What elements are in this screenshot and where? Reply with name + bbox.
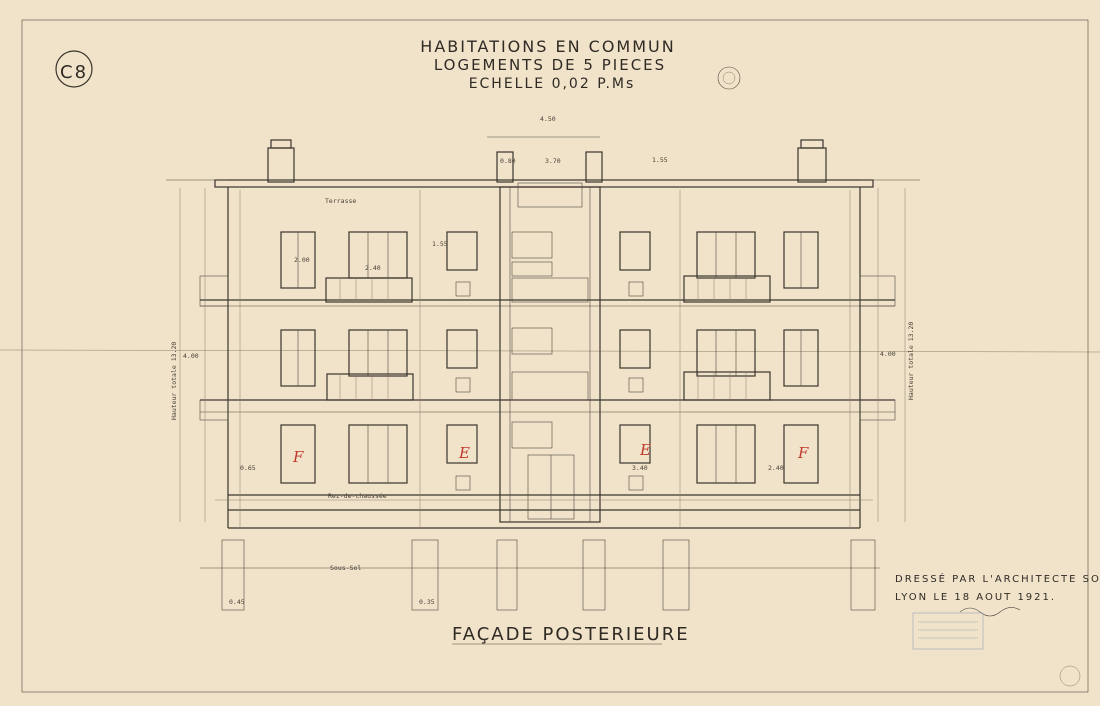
fold-line <box>0 349 1100 353</box>
chimney-right <box>797 139 827 183</box>
windows-grid <box>280 231 819 484</box>
chimney-left <box>267 139 295 183</box>
dim-top-span: 4.50 <box>540 115 556 123</box>
title-line-3: ECHELLE 0,02 P.Ms <box>469 76 636 92</box>
dim-base-b: 0.35 <box>419 598 435 606</box>
sheet-code: C8 <box>60 62 88 83</box>
dim-chimney-b: 3.70 <box>545 157 561 165</box>
balcony-railings <box>339 276 747 400</box>
round-stamp <box>717 66 741 90</box>
dim-right-floor: 4.00 <box>880 350 896 358</box>
dim-window-height: 2.00 <box>294 256 310 264</box>
title-line-1: HABITATIONS EN COMMUN <box>420 37 675 56</box>
ground-floor-label: Rez-de-chaussée <box>328 492 387 500</box>
red-mark-4: F <box>797 444 809 462</box>
right-height-label: Hauteur totale 13.20 <box>907 322 915 400</box>
chimney-center <box>496 151 603 183</box>
red-mark-2: E <box>458 444 470 462</box>
sheet-border <box>21 19 1089 693</box>
red-mark-3: E <box>639 441 651 459</box>
dim-bay: 1.55 <box>432 240 448 248</box>
signature <box>959 607 1021 617</box>
dimension-lines <box>179 188 906 522</box>
stair-windows <box>511 231 589 520</box>
dim-cave: 3.40 <box>632 464 648 472</box>
basement-label: Sous-Sol <box>330 564 361 572</box>
title-line-2: LOGEMENTS DE 5 PIECES <box>434 56 666 74</box>
dim-pier: 2.40 <box>768 464 784 472</box>
archive-stamp <box>912 612 984 650</box>
left-height-label: Hauteur totale 13.20 <box>170 342 178 420</box>
facade-caption: FAÇADE POSTERIEURE <box>452 624 690 645</box>
roof-label: Terrasse <box>325 197 356 205</box>
vent-grilles <box>455 281 644 491</box>
corner-stamp <box>1059 665 1081 687</box>
dim-rez: 0.65 <box>240 464 256 472</box>
dim-chimney-a: 0.80 <box>500 157 516 165</box>
dim-window-width: 2.40 <box>365 264 381 272</box>
sheet-code-badge: C8 <box>55 50 93 88</box>
architect-note-line-2: LYON LE 18 AOUT 1921. <box>895 592 1056 603</box>
architect-note-line-1: DRESSÉ PAR L'ARCHITECTE SOUSSIGNÉ <box>895 572 1100 585</box>
facade-outline <box>166 179 920 529</box>
dim-chimney-c: 1.55 <box>652 156 668 164</box>
red-mark-1: F <box>292 448 304 466</box>
dim-left-floor: 4.00 <box>183 352 199 360</box>
dim-base-a: 0.45 <box>229 598 245 606</box>
foundation-piers <box>200 539 880 611</box>
balconies <box>325 275 771 401</box>
